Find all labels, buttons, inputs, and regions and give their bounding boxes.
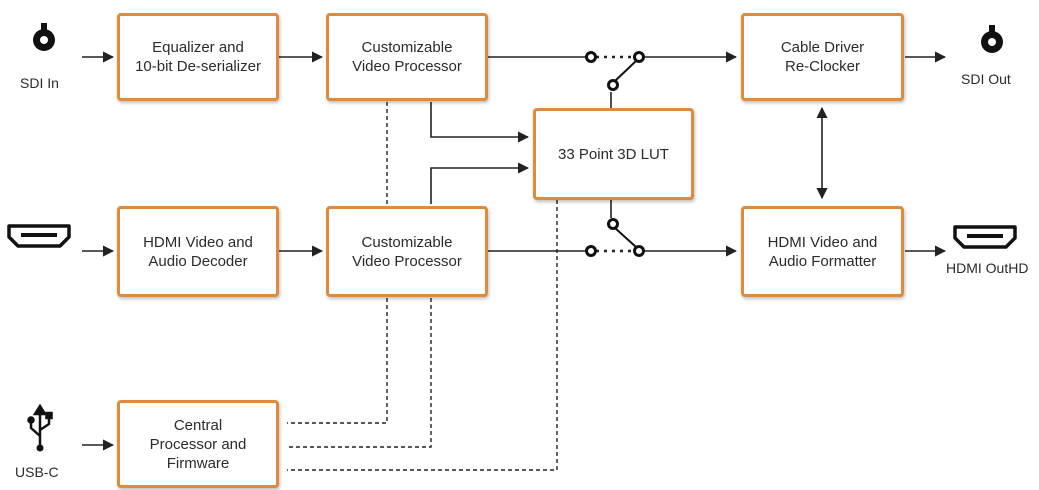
dashed-cpu-to-lut [287,200,558,471]
block-label: 33 Point 3D LUT [558,145,669,163]
dashed-cpu-to-proc-bottom-b [287,298,432,448]
sdi-out-label: SDI Out [961,71,1011,87]
bnc-connector-icon [981,25,1003,53]
hdmi-port-icon [953,225,1017,249]
block-label: HDMI Video and Audio Formatter [767,233,878,270]
usb-icon [27,403,53,452]
hdmi-out-label: HDMI OutHD [946,260,1029,276]
block-label: HDMI Video and Audio Decoder [143,233,253,270]
block-video-processor-bottom: Customizable Video Processor [326,206,488,297]
block-label: Central Processor and Firmware [149,416,247,472]
block-video-processor-top: Customizable Video Processor [326,13,488,101]
arrow-proc-bottom-to-lut [430,162,530,204]
block-3d-lut: 33 Point 3D LUT [533,108,694,200]
block-central-processor: Central Processor and Firmware [117,400,279,488]
usb-c-label: USB-C [15,464,59,480]
block-label: Cable Driver Re-Clocker [780,39,865,75]
block-label: Customizable Video Processor [352,233,462,270]
arrow-proc-top-to-lut [430,102,530,143]
block-label: Equalizer and 10-bit De-serializer [135,39,261,75]
block-label: Customizable Video Processor [352,39,462,75]
block-hdmi-decoder: HDMI Video and Audio Decoder [117,206,279,297]
block-cable-driver: Cable Driver Re-Clocker [741,13,904,101]
block-equalizer: Equalizer and 10-bit De-serializer [117,13,279,101]
bnc-connector-icon [33,23,55,51]
hdmi-port-icon [7,224,71,248]
switch-bottom [585,218,645,257]
dashed-cpu-to-proc-bottom-a [287,298,388,424]
block-hdmi-formatter: HDMI Video and Audio Formatter [741,206,904,297]
sdi-in-label: SDI In [20,75,59,91]
switch-top [585,51,645,91]
